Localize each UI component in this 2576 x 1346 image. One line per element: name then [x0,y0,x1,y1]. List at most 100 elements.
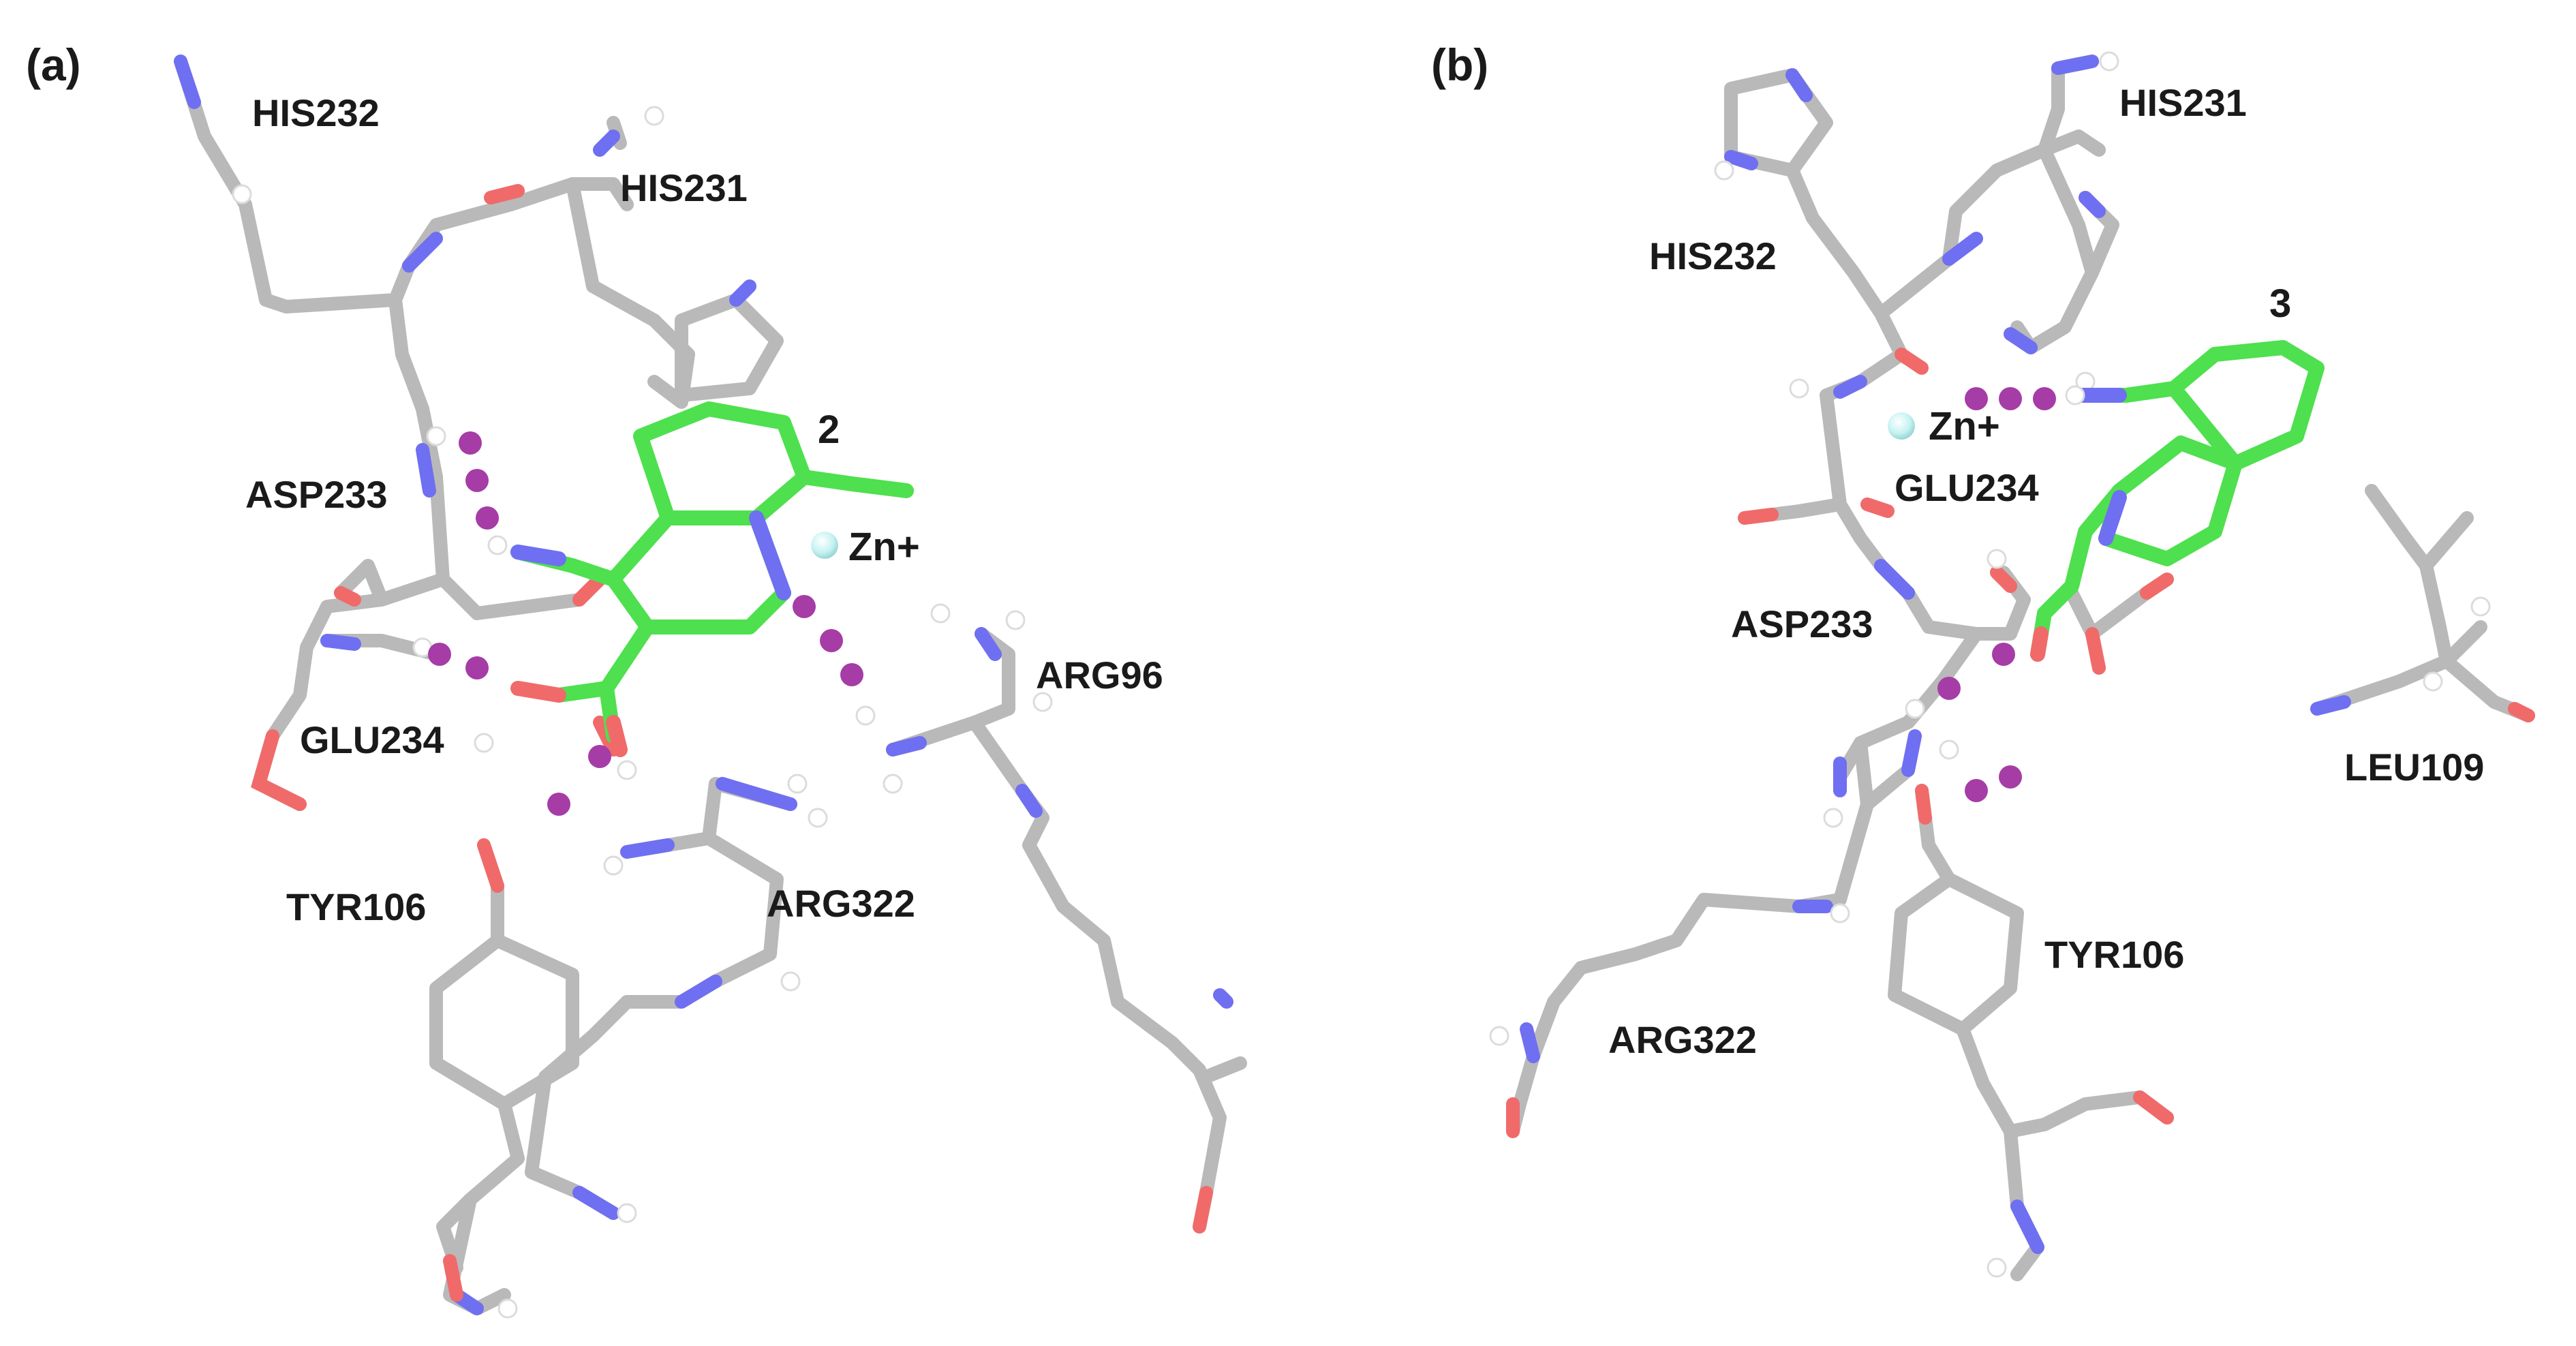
ligand-ring-nitrogen [2098,490,2127,546]
hbond-dot [840,663,863,686]
panel-a: (a) [26,40,1247,1319]
nitrogen-stick [593,129,620,157]
his231-sticks [566,177,695,409]
hbond-dot [465,656,489,679]
nitrogen-stick [975,627,1002,661]
his232-backbone [1874,129,2106,320]
nitrogen-stick [620,838,675,859]
oxygen-stick [2085,627,2106,675]
panel-b-ligand-heteroatoms [2030,388,2127,662]
nitrogen-stick [1724,150,1758,170]
nitrogen-stick [886,736,927,756]
panel-a-hbonds [428,431,863,816]
nitrogen-stick [174,55,201,109]
nitrogen-stick [572,1186,620,1220]
nitrogen-stick [320,634,361,651]
hbond-dot [793,595,816,618]
hydrogen-atom [883,774,903,794]
hydrogen-atom [1005,610,1026,630]
ligand-amine-nitrogen [510,545,566,566]
hbond-dot [1965,387,1988,410]
arg96-tip [1199,1056,1247,1084]
panel-b: (b) [1431,40,2535,1281]
glu234-sticks [1738,388,1847,525]
hydrogen-atom [426,426,446,446]
nitrogen-stick [2051,55,2099,75]
hydrogen-atom [1714,160,1734,181]
hydrogen-atom [1489,1026,1509,1046]
label-zinc-b: Zn+ [1929,404,2000,448]
hydrogen-atom [2099,51,2119,72]
hbond-dot [1965,779,1988,802]
hbond-dot [547,793,570,816]
panel-a-letter: (a) [26,40,81,90]
nitrogen-stick [416,443,436,498]
hydrogen-atom [1789,378,1809,399]
tyr106-tail [1956,1022,2174,1138]
hydrogen-atom [1830,903,1850,923]
oxygen-stick [1193,1186,1213,1234]
label-ligand-2: 2 [818,408,840,452]
hydrogen-atom [497,1298,518,1319]
label-glu234: GLU234 [1895,466,2039,509]
label-his231: HIS231 [2119,81,2247,124]
label-arg96: ARG96 [1036,654,1163,697]
nitrogen-stick [1833,375,1867,399]
label-leu109: LEU109 [2344,746,2484,789]
hydrogen-atom [808,808,828,828]
oxygen-stick [1860,498,1895,518]
hydrogen-atom [2470,596,2491,617]
label-ligand-3: 3 [2269,281,2291,326]
nitrogen-stick [1785,68,1813,102]
oxygen-stick [1738,508,1779,525]
hydrogen-atom [2423,671,2443,692]
label-zinc-a: Zn+ [848,525,920,569]
oxygen-stick [484,184,525,204]
panel-b-hbonds [1937,387,2056,802]
oxygen-stick [477,838,504,893]
hydrogen-atom [617,1203,637,1223]
oxygen-stick [2508,702,2535,722]
hbond-dot [820,629,843,652]
hbond-dot [1999,765,2022,789]
nitrogen-stick [1520,1022,1540,1063]
nitrogen-stick [1015,784,1043,818]
hbond-dot [476,506,499,530]
oxygen-stick [443,1254,463,1302]
label-his232: HIS232 [1649,234,1777,277]
his232-ring [1724,68,1833,177]
ligand-hydrogen [2065,385,2085,406]
nitrogen-stick [1942,232,1983,266]
tyr106-ring [1888,872,2024,1036]
ligand-ring-nitrogen [749,510,791,600]
nitrogen-stick [2079,191,2106,218]
panel-a-hydrogens [232,106,1053,1319]
hydrogen-atom [1987,549,2007,569]
panel-b-letter: (b) [1431,40,1488,90]
label-glu234: GLU234 [300,718,444,761]
oxygen-stick [251,729,307,811]
hbond-dot [1999,387,2022,410]
asp233-sticks-2 [252,572,450,811]
panel-a-ligand-heteroatoms [510,510,791,757]
nitrogen-stick [2010,1199,2044,1254]
oxygen-stick [1990,566,2017,593]
asp233-sticks [1901,566,2031,641]
panel-b-atom-accents [1506,55,2535,1254]
hydrogen-atom [644,106,664,126]
panel-b-hydrogens [1489,51,2491,1278]
label-arg322: ARG322 [1608,1018,1757,1061]
nitrogen-stick [2310,695,2351,716]
nitrogen-stick [1213,988,1233,1009]
nitrogen-stick [1874,559,1915,600]
arg96-sticks [886,627,1015,756]
hydrogen-atom [617,760,637,780]
ligand-oxygen [2030,626,2049,662]
hydrogen-atom [787,774,808,794]
hbond-dot [1937,677,1961,700]
label-tyr106: TYR106 [286,885,426,928]
nitrogen-stick [1901,729,1922,777]
oxygen-stick [2140,572,2174,600]
leu109-sticks [2365,484,2474,572]
